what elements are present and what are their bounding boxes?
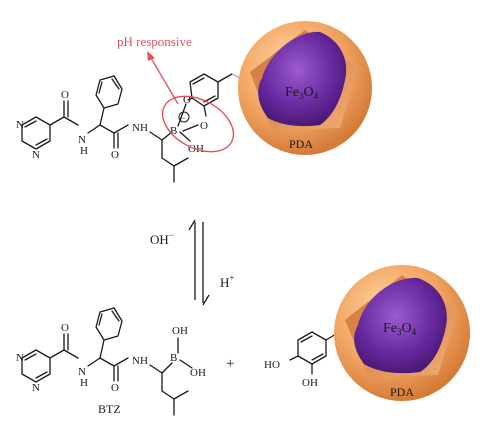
atom-nh: NH [132,122,148,134]
atom-n: N [16,352,24,364]
atom-o: O [111,149,119,161]
atom-o: O [111,382,119,394]
atom-oh: OH [172,325,188,337]
catechol-molecule: HO OH [264,331,337,389]
base-condition: OH− [150,230,174,247]
btz-molecule: N N O N H O NH B OH OH BTZ [16,307,206,416]
atom-n: N [32,149,40,161]
atom-nh: NH [132,355,148,367]
ph-responsive-label: pH responsive [117,34,192,49]
atom-h: H [80,145,88,157]
plus-sign: + [226,356,234,372]
btz-label: BTZ [98,402,121,416]
shell-label: PDA [289,137,313,151]
conjugate-molecule: N N O N H O NH B − OH O [16,73,251,183]
atom-o: O [61,322,69,334]
charge-minus: − [181,113,186,123]
atom-oh: OH [302,377,318,389]
atom-o: O [183,94,191,106]
atom-n: N [16,119,24,131]
acid-condition: H+ [220,273,234,290]
atom-b: B [170,125,177,137]
atom-b: B [170,352,177,364]
atom-nh: N [78,134,86,146]
atom-ho: HO [264,359,280,371]
core-label: Fe3O4 [383,321,417,337]
core-label: Fe3O4 [285,85,319,101]
nanoparticle-bottom: Fe3O4 PDA [334,265,470,401]
shell-label: PDA [390,385,414,399]
equilibrium-arrows: OH− H+ [150,219,234,306]
atom-o: O [200,120,208,132]
atom-h: H [80,377,88,389]
atom-o: O [61,89,69,101]
atom-n: N [32,382,40,394]
ph-responsive-annotation: pH responsive [117,34,235,153]
atom-nh: N [78,366,86,378]
atom-oh: OH [190,367,206,379]
nanoparticle-top: Fe3O4 PDA [238,21,372,155]
